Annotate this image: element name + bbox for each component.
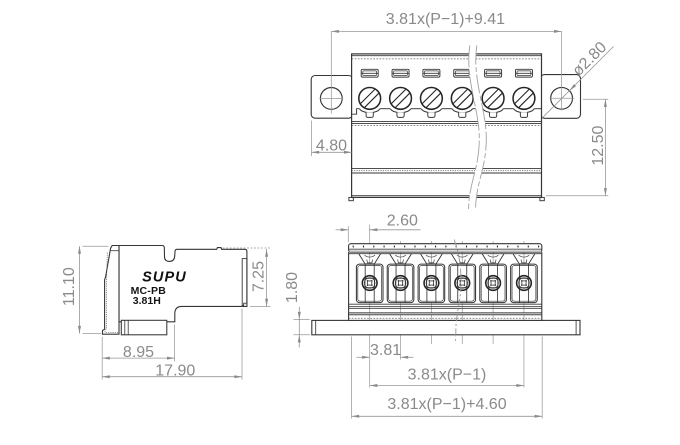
svg-text:3.81: 3.81 bbox=[370, 342, 401, 359]
svg-text:1.80: 1.80 bbox=[284, 272, 301, 303]
svg-text:12.50: 12.50 bbox=[590, 125, 607, 165]
svg-text:17.90: 17.90 bbox=[155, 363, 195, 380]
svg-text:SUPU: SUPU bbox=[142, 270, 187, 286]
svg-text:7.25: 7.25 bbox=[250, 261, 267, 292]
svg-text:4.80: 4.80 bbox=[316, 137, 347, 154]
svg-text:MC-PB: MC-PB bbox=[131, 285, 167, 297]
svg-text:3.81H: 3.81H bbox=[133, 295, 161, 307]
svg-text:3.81x(P−1)+9.41: 3.81x(P−1)+9.41 bbox=[386, 11, 505, 28]
svg-text:3.81x(P−1): 3.81x(P−1) bbox=[408, 367, 487, 384]
svg-text:8.95: 8.95 bbox=[123, 344, 154, 361]
svg-text:11.10: 11.10 bbox=[61, 267, 78, 306]
svg-text:2.60: 2.60 bbox=[387, 212, 418, 229]
svg-text:3.81x(P−1)+4.60: 3.81x(P−1)+4.60 bbox=[387, 396, 506, 413]
